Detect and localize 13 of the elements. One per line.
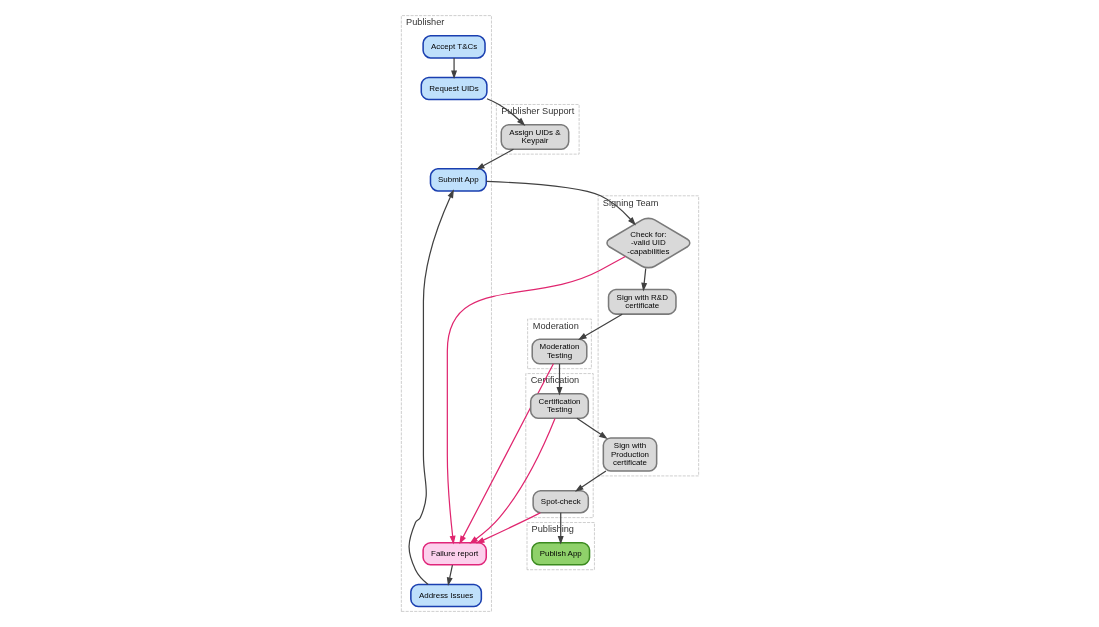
arrow: [446, 255, 626, 545]
arrow: [575, 417, 608, 439]
arrow: [450, 57, 457, 80]
arrow: [485, 180, 636, 226]
arrow: [574, 470, 607, 492]
arrow: [446, 564, 453, 586]
arrow: [458, 363, 554, 545]
arrow: [475, 512, 541, 544]
arrow: [577, 313, 623, 341]
arrow: [468, 417, 556, 544]
arrow: [640, 267, 647, 292]
arrow: [407, 189, 454, 586]
arrow: [475, 148, 514, 170]
